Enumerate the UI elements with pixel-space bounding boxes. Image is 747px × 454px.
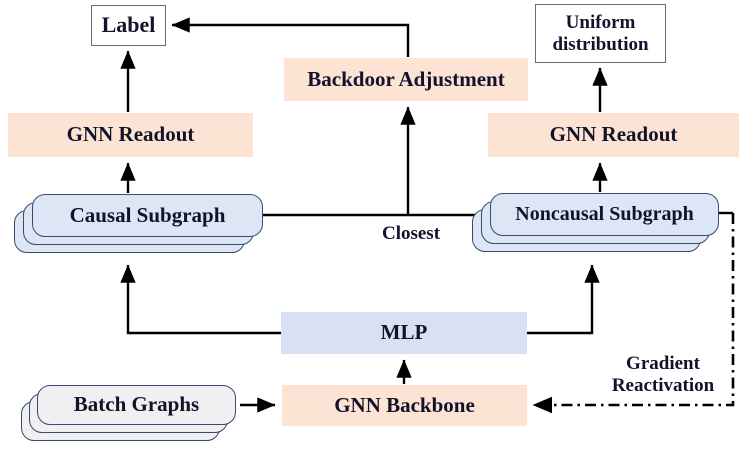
node-causal-subgraph: Causal Subgraph xyxy=(32,194,263,237)
node-mlp-text: MLP xyxy=(380,320,428,345)
node-label-text: Label xyxy=(101,12,156,38)
edge-label-closest-text: Closest xyxy=(381,223,441,244)
edge-label-gradient-reactivation-line2: Reactivation xyxy=(611,374,715,396)
edge-label-gradient-reactivation: Gradient Reactivation xyxy=(600,353,726,396)
edge-label-closest: Closest xyxy=(368,223,454,245)
node-causal-subgraph-text: Causal Subgraph xyxy=(69,202,226,227)
node-uniform-distribution-line2: distribution xyxy=(552,33,649,55)
node-gnn-readout-left: GNN Readout xyxy=(8,113,253,157)
node-uniform-distribution: Uniform distribution xyxy=(535,4,666,63)
arrow-mlp-to-causal xyxy=(120,264,281,335)
node-noncausal-subgraph: Noncausal Subgraph xyxy=(490,193,719,236)
node-gnn-backbone-text: GNN Backbone xyxy=(334,392,475,417)
arrow-mlp-to-noncausal xyxy=(527,264,600,335)
node-batch-graphs-text: Batch Graphs xyxy=(73,392,200,417)
node-noncausal-subgraph-text: Noncausal Subgraph xyxy=(515,203,694,226)
node-batch-graphs: Batch Graphs xyxy=(37,385,236,425)
node-gnn-readout-right: GNN Readout xyxy=(488,113,739,157)
node-gnn-backbone: GNN Backbone xyxy=(282,385,527,426)
node-backdoor-adjustment-text: Backdoor Adjustment xyxy=(307,66,505,91)
edge-label-gradient-reactivation-line1: Gradient xyxy=(626,353,700,374)
node-gnn-readout-right-text: GNN Readout xyxy=(549,122,678,147)
arrow-causal-to-backdoor xyxy=(263,106,416,217)
node-label: Label xyxy=(91,5,166,46)
node-gnn-readout-left-text: GNN Readout xyxy=(66,122,195,147)
arrow-backdoor-to-label xyxy=(171,17,410,57)
node-uniform-distribution-line1: Uniform xyxy=(565,12,636,34)
node-backdoor-adjustment: Backdoor Adjustment xyxy=(284,58,528,101)
node-mlp: MLP xyxy=(281,312,527,354)
